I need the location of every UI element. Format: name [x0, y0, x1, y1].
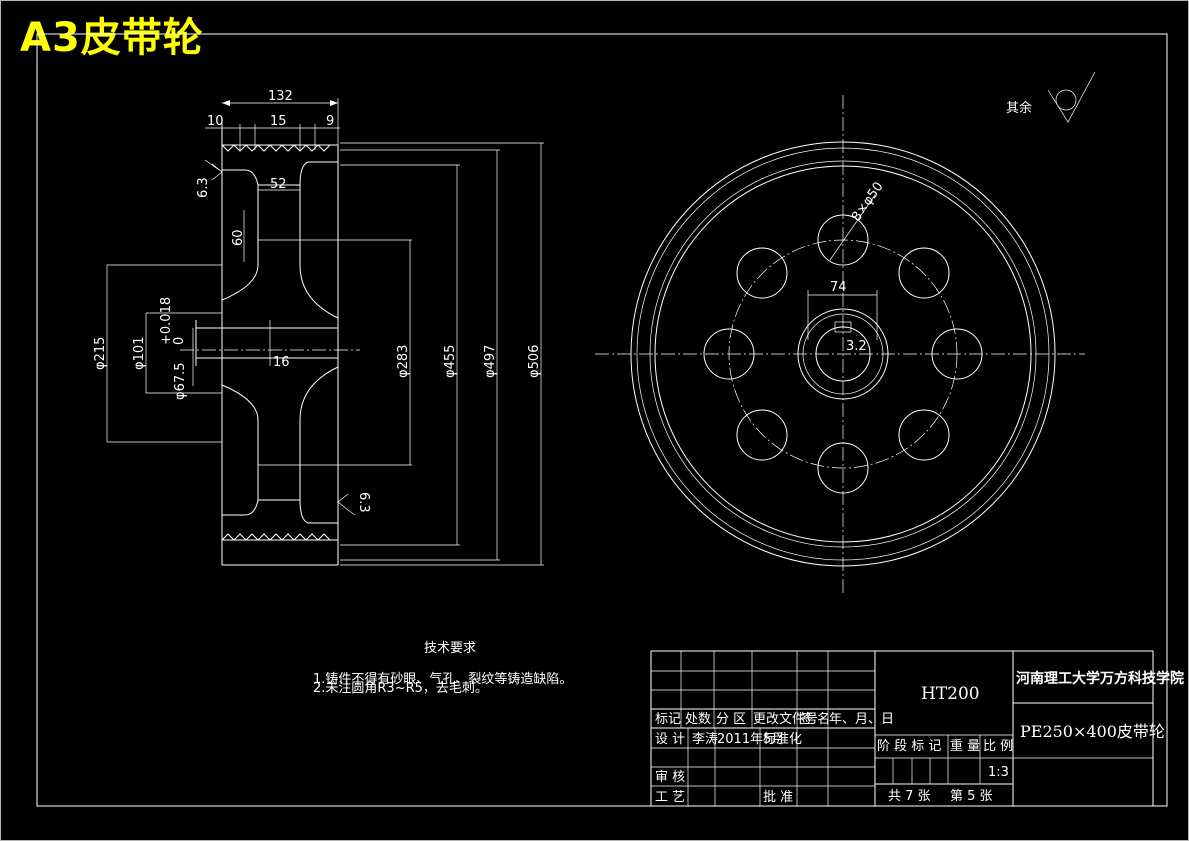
hub-dim-label: 74 — [830, 280, 847, 295]
dim-web-width: 52 — [270, 177, 287, 192]
dim-key-depth: 16 — [273, 355, 290, 370]
hole-spec-label: 8×φ50 — [849, 179, 887, 224]
tb-header-mark: 标记 — [655, 712, 681, 727]
dim-d-bore: φ67.5 — [173, 362, 188, 400]
groove-profile-bottom — [221, 533, 331, 541]
tb-scale-label: 比 例 — [983, 739, 1013, 754]
tb-design-label: 设 计 — [655, 732, 685, 747]
roughness-symbol-left — [204, 159, 223, 181]
tb-school: 河南理工大学万方科技学院 — [1016, 670, 1184, 687]
tb-design-date: 2011年5月 — [717, 732, 784, 747]
tb-scale: 1:3 — [988, 765, 1009, 780]
dim-right-margin: 9 — [326, 114, 334, 129]
dim-bore-tol-upper: +0.018 — [159, 297, 174, 345]
tb-designer: 李涛 — [692, 731, 718, 747]
web-top-section — [221, 184, 339, 329]
lightening-hole — [898, 409, 950, 461]
groove-profile-top — [221, 144, 331, 152]
inner-frame — [36, 33, 1168, 807]
remaining-roughness-label: 其余 — [1006, 100, 1032, 116]
front-view: 其余 8×φ50 74 3.2 — [595, 71, 1096, 593]
dim-web-offset: 60 — [231, 229, 246, 246]
lightening-hole — [736, 247, 788, 299]
tech-requirements: 技术要求 1.铸件不得有砂眼、气孔、裂纹等铸造缺陷。 2.未注圆角R3~R5，去… — [313, 641, 572, 696]
tech-req-line-2: 2.未注圆角R3~R5，去毛刺。 — [313, 681, 488, 696]
dim-bore-tol-lower: 0 — [172, 337, 187, 345]
section-view: 132 10 15 9 52 60 16 φ215 φ101 φ67.5 +0.… — [93, 89, 544, 566]
web-bottom-section — [221, 357, 339, 501]
dim-overall-width: 132 — [268, 89, 293, 104]
dim-d-outer: φ506 — [527, 345, 542, 378]
tb-weight-label: 重 量 — [950, 738, 980, 754]
roughness-value-right: 6.3 — [356, 492, 371, 513]
tb-standard-label: 标准化 — [763, 732, 802, 747]
tech-req-title: 技术要求 — [424, 641, 476, 656]
roughness-value-left: 6.3 — [196, 177, 211, 198]
dim-d-web: φ283 — [396, 345, 411, 378]
tb-header-sign: 签 名 — [800, 711, 830, 727]
roughness-symbol-right — [337, 493, 356, 516]
tech-req-line-1: 1.铸件不得有砂眼、气孔、裂纹等铸造缺陷。 — [313, 671, 572, 687]
tb-header-change-doc: 更改文件号 — [753, 712, 818, 727]
key-dim-label: 3.2 — [846, 339, 867, 354]
tb-material: HT200 — [921, 684, 980, 704]
tb-review-label: 审 核 — [655, 770, 685, 785]
lightening-hole — [736, 409, 788, 461]
title-block: 标记 处数 分 区 更改文件号 签 名 年、月、日 设 计 李涛 2011年5月… — [650, 650, 1184, 807]
dim-d-hub-inner: φ101 — [132, 337, 147, 370]
dim-d-pitch: φ497 — [483, 345, 498, 378]
tb-sheet-no: 第 5 张 — [950, 789, 993, 804]
tb-header-zone: 分 区 — [716, 712, 746, 727]
dim-left-margin: 10 — [207, 114, 224, 129]
tb-header-date: 年、月、日 — [829, 712, 894, 727]
tb-sheet-total: 共 7 张 — [888, 789, 931, 804]
tb-process-label: 工 艺 — [655, 790, 685, 805]
tb-drawing-name: PE250×400皮带轮 — [1020, 722, 1165, 741]
tb-stage-label: 阶 段 标 记 — [877, 739, 941, 754]
dim-d-hub: φ215 — [93, 337, 108, 370]
tb-header-count: 处数 — [685, 712, 711, 727]
dim-d-rim-inner: φ455 — [443, 345, 458, 378]
dim-groove-pitch: 15 — [270, 114, 287, 129]
tb-approve-label: 批 准 — [763, 790, 793, 805]
drawing-badge: A3皮带轮 — [20, 15, 204, 61]
lightening-hole — [898, 247, 950, 299]
